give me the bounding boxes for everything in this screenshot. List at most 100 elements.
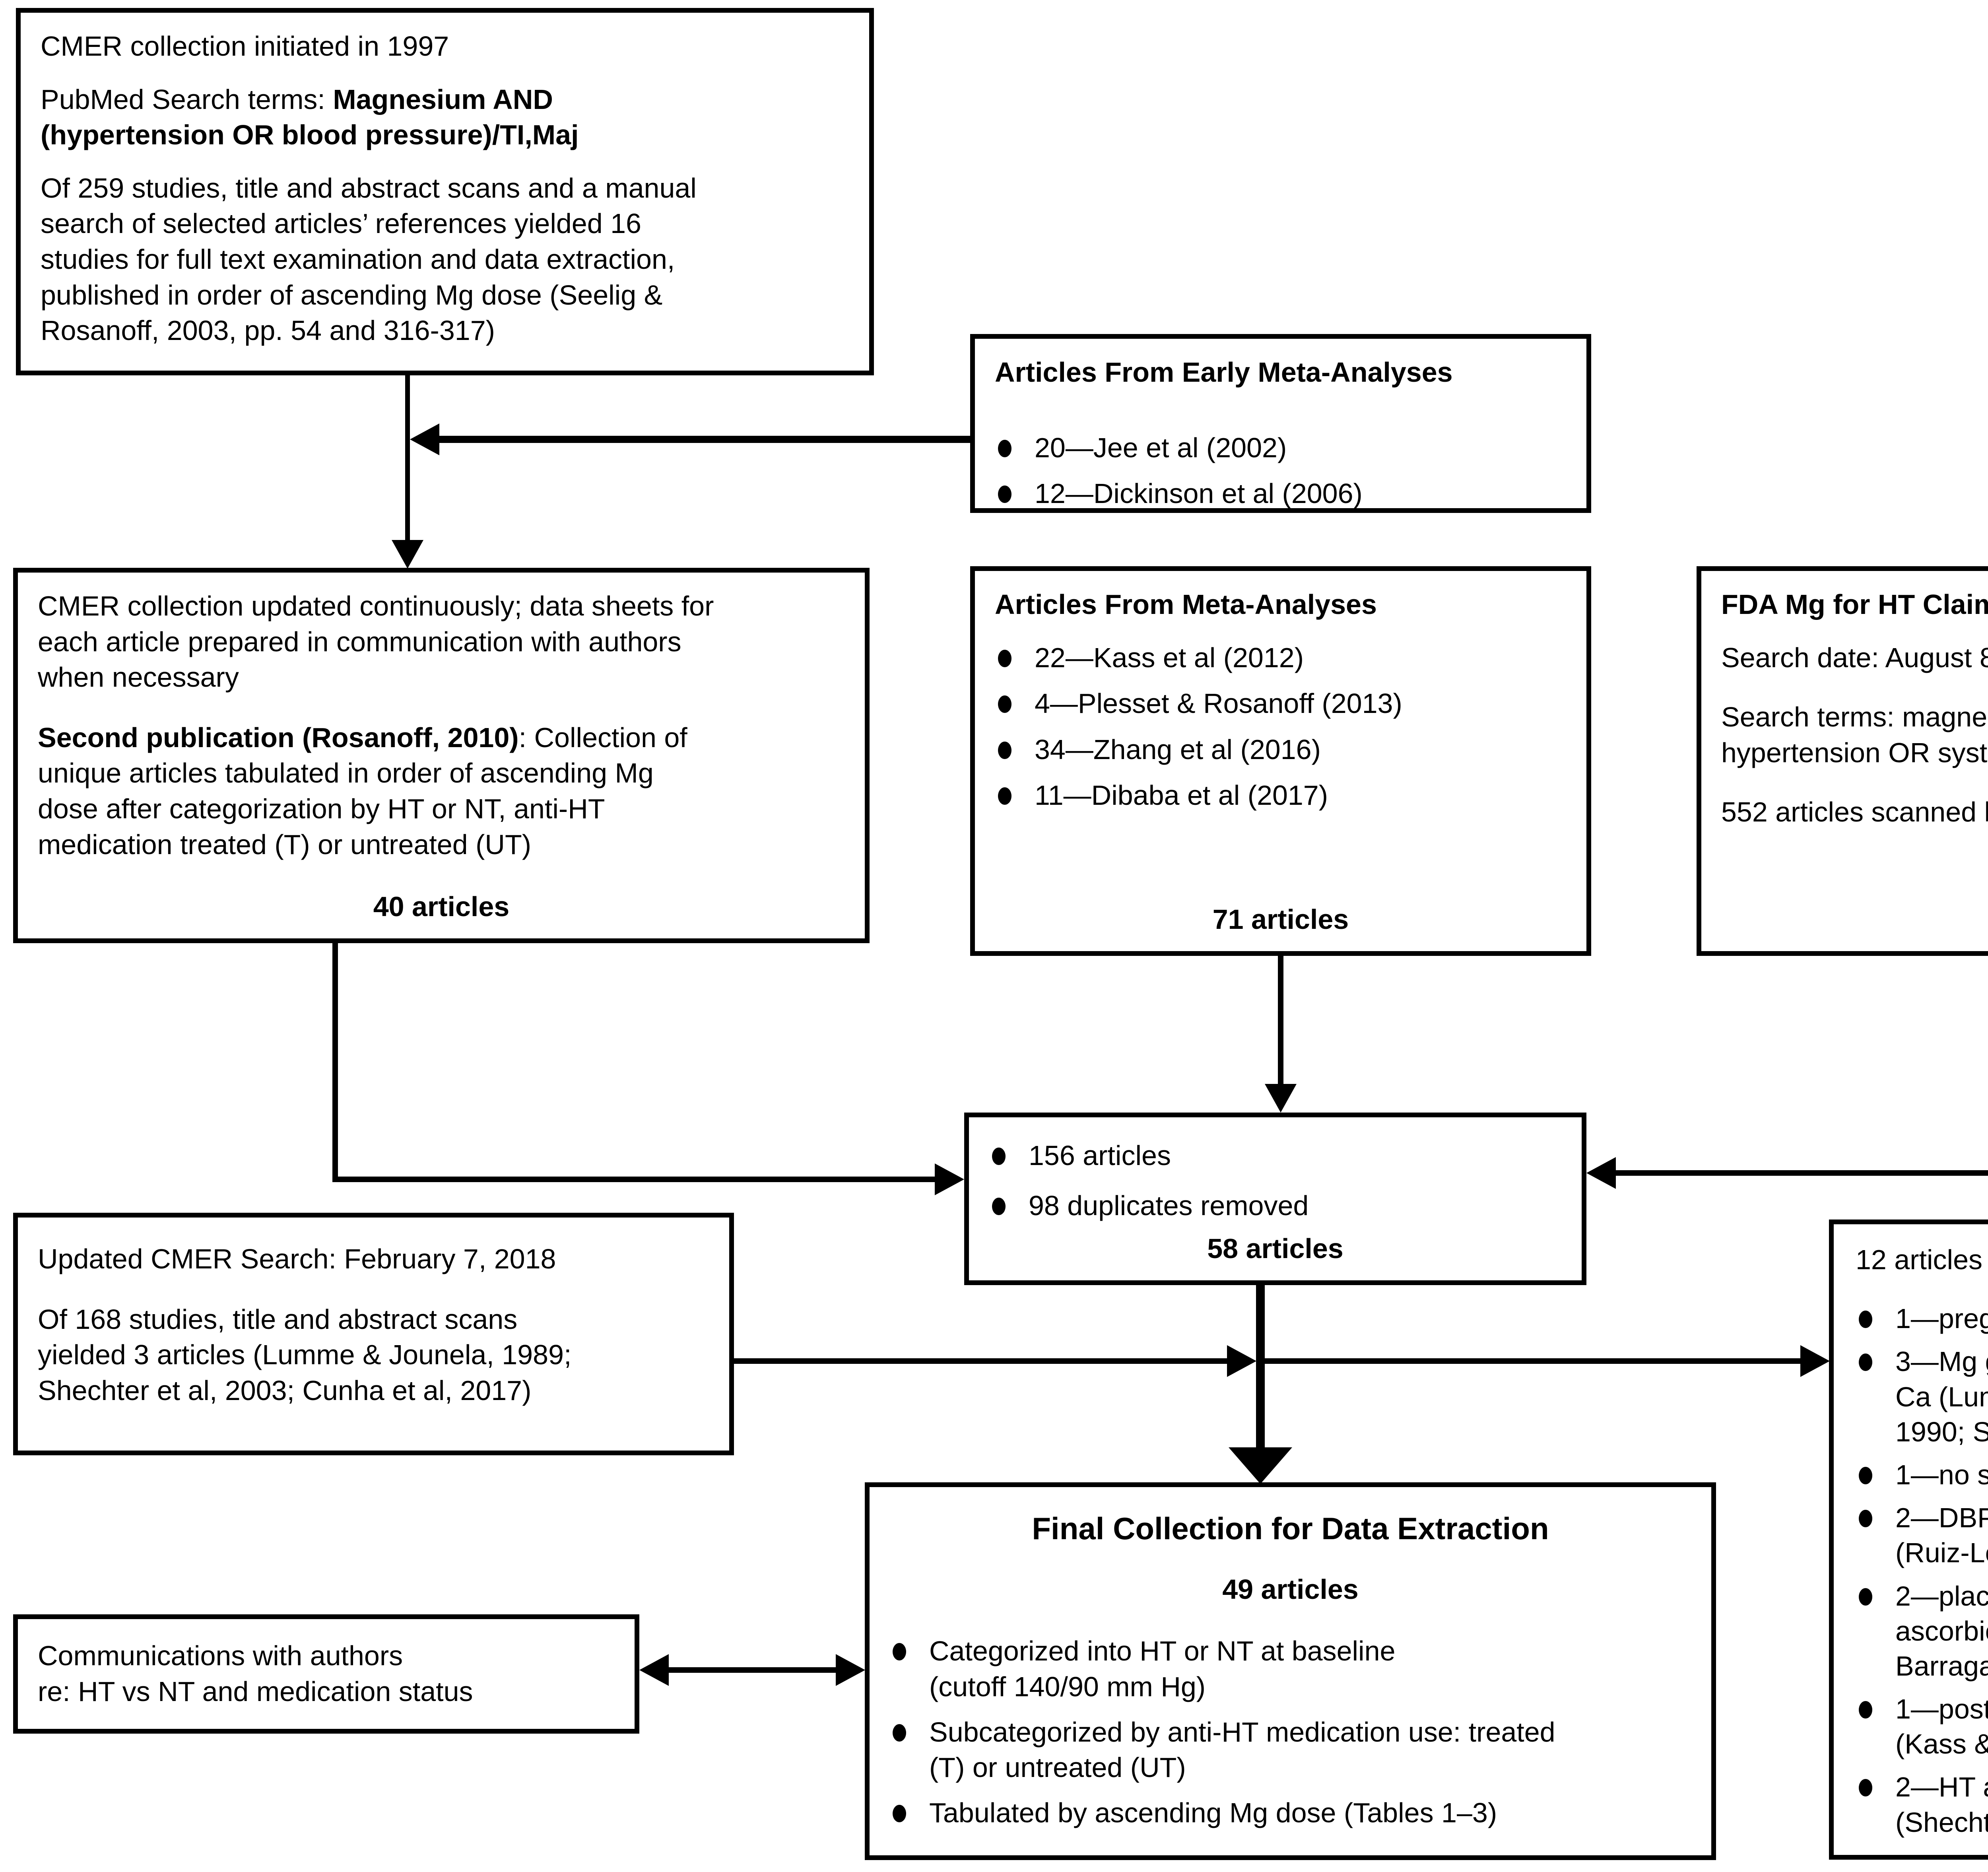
bullet-text: 20—Jee et al (2002) — [1035, 432, 1287, 463]
box-title: Final Collection for Data Extraction — [1032, 1511, 1549, 1546]
bullet-text: Subcategorized by anti-HT medication use… — [929, 1716, 1555, 1783]
paragraph: Of 259 studies, title and abstract scans… — [41, 171, 849, 349]
paragraph: Updated CMER Search: February 7, 2018 — [38, 1241, 709, 1277]
text-run: Search date: August 8, 2016 — [1721, 642, 1988, 673]
list-item: 156 articles — [989, 1138, 1562, 1174]
paragraph: CMER collection initiated in 1997 — [41, 29, 849, 64]
bullet-text: 2—DBP, baseline, or final BP not reporte… — [1895, 1502, 1988, 1569]
list-item: 1—pregnancy (Sibai et al, 1989) — [1856, 1301, 1988, 1336]
box-title: FDA Mg for HT Claim Application — [1721, 589, 1988, 620]
text-run: CMER collection updated continuously; da… — [38, 590, 714, 693]
arrowhead-right-icon — [1800, 1345, 1830, 1377]
article-count: 40 articles — [373, 891, 510, 922]
connector-updated-to-dedup — [332, 1177, 935, 1182]
arrowhead-down-icon — [1265, 1084, 1297, 1113]
text-run: 552 articles scanned by title and abstra… — [1721, 796, 1988, 828]
text-run: Of 168 studies, title and abstract scans… — [38, 1303, 572, 1406]
list-item: Subcategorized by anti-HT medication use… — [889, 1715, 1691, 1786]
bullet-text: Tabulated by ascending Mg dose (Tables 1… — [929, 1797, 1497, 1828]
box-title: Articles From Meta-Analyses — [995, 589, 1377, 620]
list-item: 11—Dibaba et al (2017) — [995, 778, 1567, 814]
paragraph: Second publication (Rosanoff, 2010): Col… — [38, 720, 845, 862]
arrowhead-right-icon — [935, 1163, 964, 1195]
arrowhead-right-icon — [1227, 1345, 1256, 1377]
bullet-text: 1—pregnancy (Sibai et al, 1989) — [1895, 1303, 1988, 1334]
bullet-marker — [1859, 1466, 1872, 1484]
list-item: 3—Mg given in combination with K and/or … — [1856, 1344, 1988, 1449]
bullet-list: 22—Kass et al (2012) 4—Plesset & Rosanof… — [995, 640, 1567, 814]
text-run: Search terms: magnesium AND (blood press… — [1721, 701, 1988, 768]
paragraph: Search terms: magnesium AND (blood press… — [1721, 699, 1988, 771]
bullet-marker — [998, 649, 1011, 667]
arrowhead-down-icon — [392, 540, 423, 569]
list-item: 2—placebo used was imipramine or ascorbi… — [1856, 1579, 1988, 1684]
bullet-marker — [1859, 1311, 1872, 1328]
bullet-text: 98 duplicates removed — [1029, 1190, 1309, 1221]
arrowhead-down-big-icon — [1229, 1447, 1292, 1484]
connector-dedup-to-final — [1256, 1285, 1265, 1448]
bullet-marker — [998, 741, 1011, 759]
bullet-list: 156 articles 98 duplicates removed — [989, 1138, 1562, 1238]
bullet-marker — [998, 695, 1011, 713]
arrowhead-right-icon — [836, 1654, 865, 1686]
list-item: 1—no statistics (Sur & Maftei, 2004) — [1856, 1457, 1988, 1492]
bullet-marker — [992, 1148, 1006, 1165]
list-item: Categorized into HT or NT at baseline (c… — [889, 1633, 1691, 1705]
text-run: CMER collection initiated in 1997 — [41, 31, 449, 62]
paragraph: Search date: August 8, 2016 — [1721, 640, 1988, 676]
bullet-marker — [893, 1804, 906, 1822]
bullet-text: 11—Dibaba et al (2017) — [1035, 780, 1328, 811]
list-item: 12—Dickinson et al (2006) — [995, 476, 1567, 512]
box-cmer-updated: CMER collection updated continuously; da… — [13, 568, 870, 943]
list-item: 20—Jee et al (2002) — [995, 430, 1567, 466]
bullet-marker — [1859, 1779, 1872, 1797]
bullet-text: 4—Plesset & Rosanoff (2013) — [1035, 688, 1402, 719]
bullet-marker — [1859, 1588, 1872, 1606]
box-author-communications: Communications with authors re: HT vs NT… — [13, 1614, 639, 1734]
list-item: 4—Plesset & Rosanoff (2013) — [995, 686, 1567, 722]
list-item: 2—HT and NT not separated in statistics … — [1856, 1769, 1988, 1839]
text-run: Communications with authors re: HT vs NT… — [38, 1640, 473, 1707]
paragraph: CMER collection updated continuously; da… — [38, 588, 845, 695]
text-run: PubMed Search terms: — [41, 84, 333, 115]
list-item: Tabulated by ascending Mg dose (Tables 1… — [889, 1795, 1691, 1831]
paragraph: PubMed Search terms: Magnesium AND (hype… — [41, 82, 849, 153]
bullet-list: 1—pregnancy (Sibai et al, 1989) 3—Mg giv… — [1856, 1301, 1988, 1848]
bullet-list: 20—Jee et al (2002) 12—Dickinson et al (… — [995, 430, 1567, 512]
connector-init-to-updated — [405, 375, 410, 541]
box-meta-analyses: Articles From Meta-Analyses 22—Kass et a… — [970, 566, 1591, 956]
box-title: Articles From Early Meta-Analyses — [995, 357, 1453, 388]
text-run: Of 259 studies, title and abstract scans… — [41, 172, 697, 346]
bullet-marker — [893, 1643, 906, 1661]
arrowhead-left-icon — [1586, 1157, 1616, 1189]
paragraph: 552 articles scanned by title and abstra… — [1721, 794, 1988, 830]
connector-search-to-line — [734, 1358, 1228, 1364]
text-run-bold: Second publication (Rosanoff, 2010) — [38, 722, 519, 753]
connector-earlymeta-to-line — [439, 436, 970, 443]
bullet-list: Categorized into HT or NT at baseline (c… — [889, 1633, 1691, 1840]
bullet-marker — [893, 1724, 906, 1742]
article-count: 58 articles — [1207, 1233, 1343, 1264]
bullet-marker — [1859, 1701, 1872, 1719]
bullet-text: 34—Zhang et al (2016) — [1035, 734, 1321, 765]
box-duplicates-removed: 156 articles 98 duplicates removed 58 ar… — [964, 1113, 1586, 1285]
article-count: 49 articles — [1222, 1573, 1359, 1605]
text-run: Updated CMER Search: February 7, 2018 — [38, 1243, 556, 1274]
box-cmer-initiated: CMER collection initiated in 1997 PubMed… — [16, 8, 874, 375]
box-fda-claim-application: FDA Mg for HT Claim Application Search d… — [1697, 566, 1988, 956]
arrowhead-left-icon — [410, 423, 439, 455]
bullet-marker — [1859, 1510, 1872, 1528]
box-early-meta-analyses: Articles From Early Meta-Analyses 20—Jee… — [970, 334, 1591, 513]
connector-meta-to-dedup — [1278, 956, 1283, 1085]
article-count: 45 articles — [1701, 902, 1988, 938]
connector-fda-to-dedup — [1616, 1170, 1988, 1176]
article-count: 71 articles — [1212, 904, 1349, 935]
list-item: 2—DBP, baseline, or final BP not reporte… — [1856, 1500, 1988, 1570]
bullet-text: 1—no statistics (Sur & Maftei, 2004) — [1895, 1459, 1988, 1490]
list-item: 34—Zhang et al (2016) — [995, 732, 1567, 768]
bullet-marker — [998, 485, 1011, 503]
connector-updated-down — [332, 943, 338, 1182]
box-final-collection: Final Collection for Data Extraction 49 … — [865, 1482, 1716, 1860]
paragraph: Communications with authors re: HT vs NT… — [38, 1638, 473, 1709]
